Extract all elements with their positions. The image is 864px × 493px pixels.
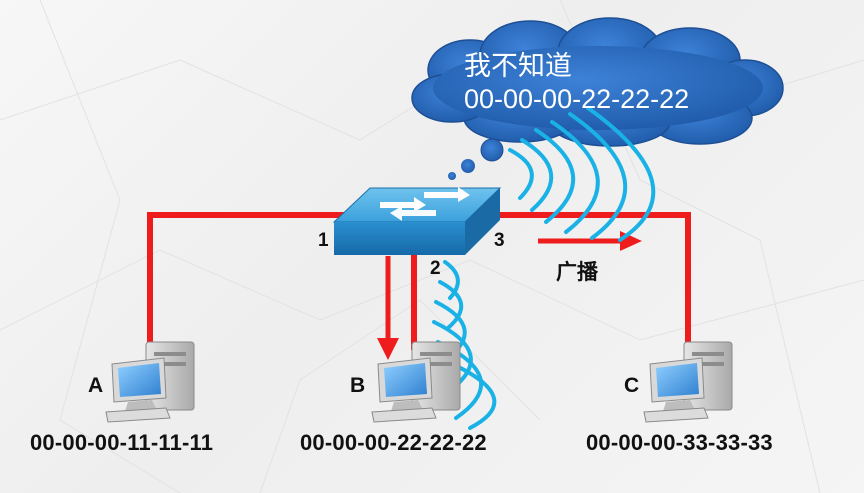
host-a-mac: 00-00-00-11-11-11 — [30, 430, 214, 455]
arrow-down-to-b — [377, 256, 399, 360]
network-switch — [332, 187, 502, 255]
signal-waves-top — [508, 106, 656, 242]
cloud-line-2: 00-00-00-22-22-22 — [464, 84, 690, 114]
host-c-mac: 00-00-00-33-33-33 — [586, 430, 773, 455]
port-label-2: 2 — [430, 258, 441, 279]
host-b-mac: 00-00-00-22-22-22 — [300, 430, 487, 455]
computer-c-icon — [643, 341, 733, 423]
thought-cloud — [411, 17, 784, 180]
link-a — [147, 212, 345, 345]
broadcast-label: 广播 — [556, 261, 598, 284]
computer-a-icon — [105, 341, 195, 423]
computer-b-icon — [371, 341, 461, 423]
host-a-letter: A — [88, 374, 104, 397]
cloud-line-1: 我不知道 — [464, 51, 572, 81]
port-label-3: 3 — [494, 230, 505, 251]
host-b-letter: B — [350, 374, 366, 397]
port-label-1: 1 — [318, 230, 329, 251]
host-c-letter: C — [624, 374, 640, 397]
switch-arrows-icon — [380, 187, 470, 221]
